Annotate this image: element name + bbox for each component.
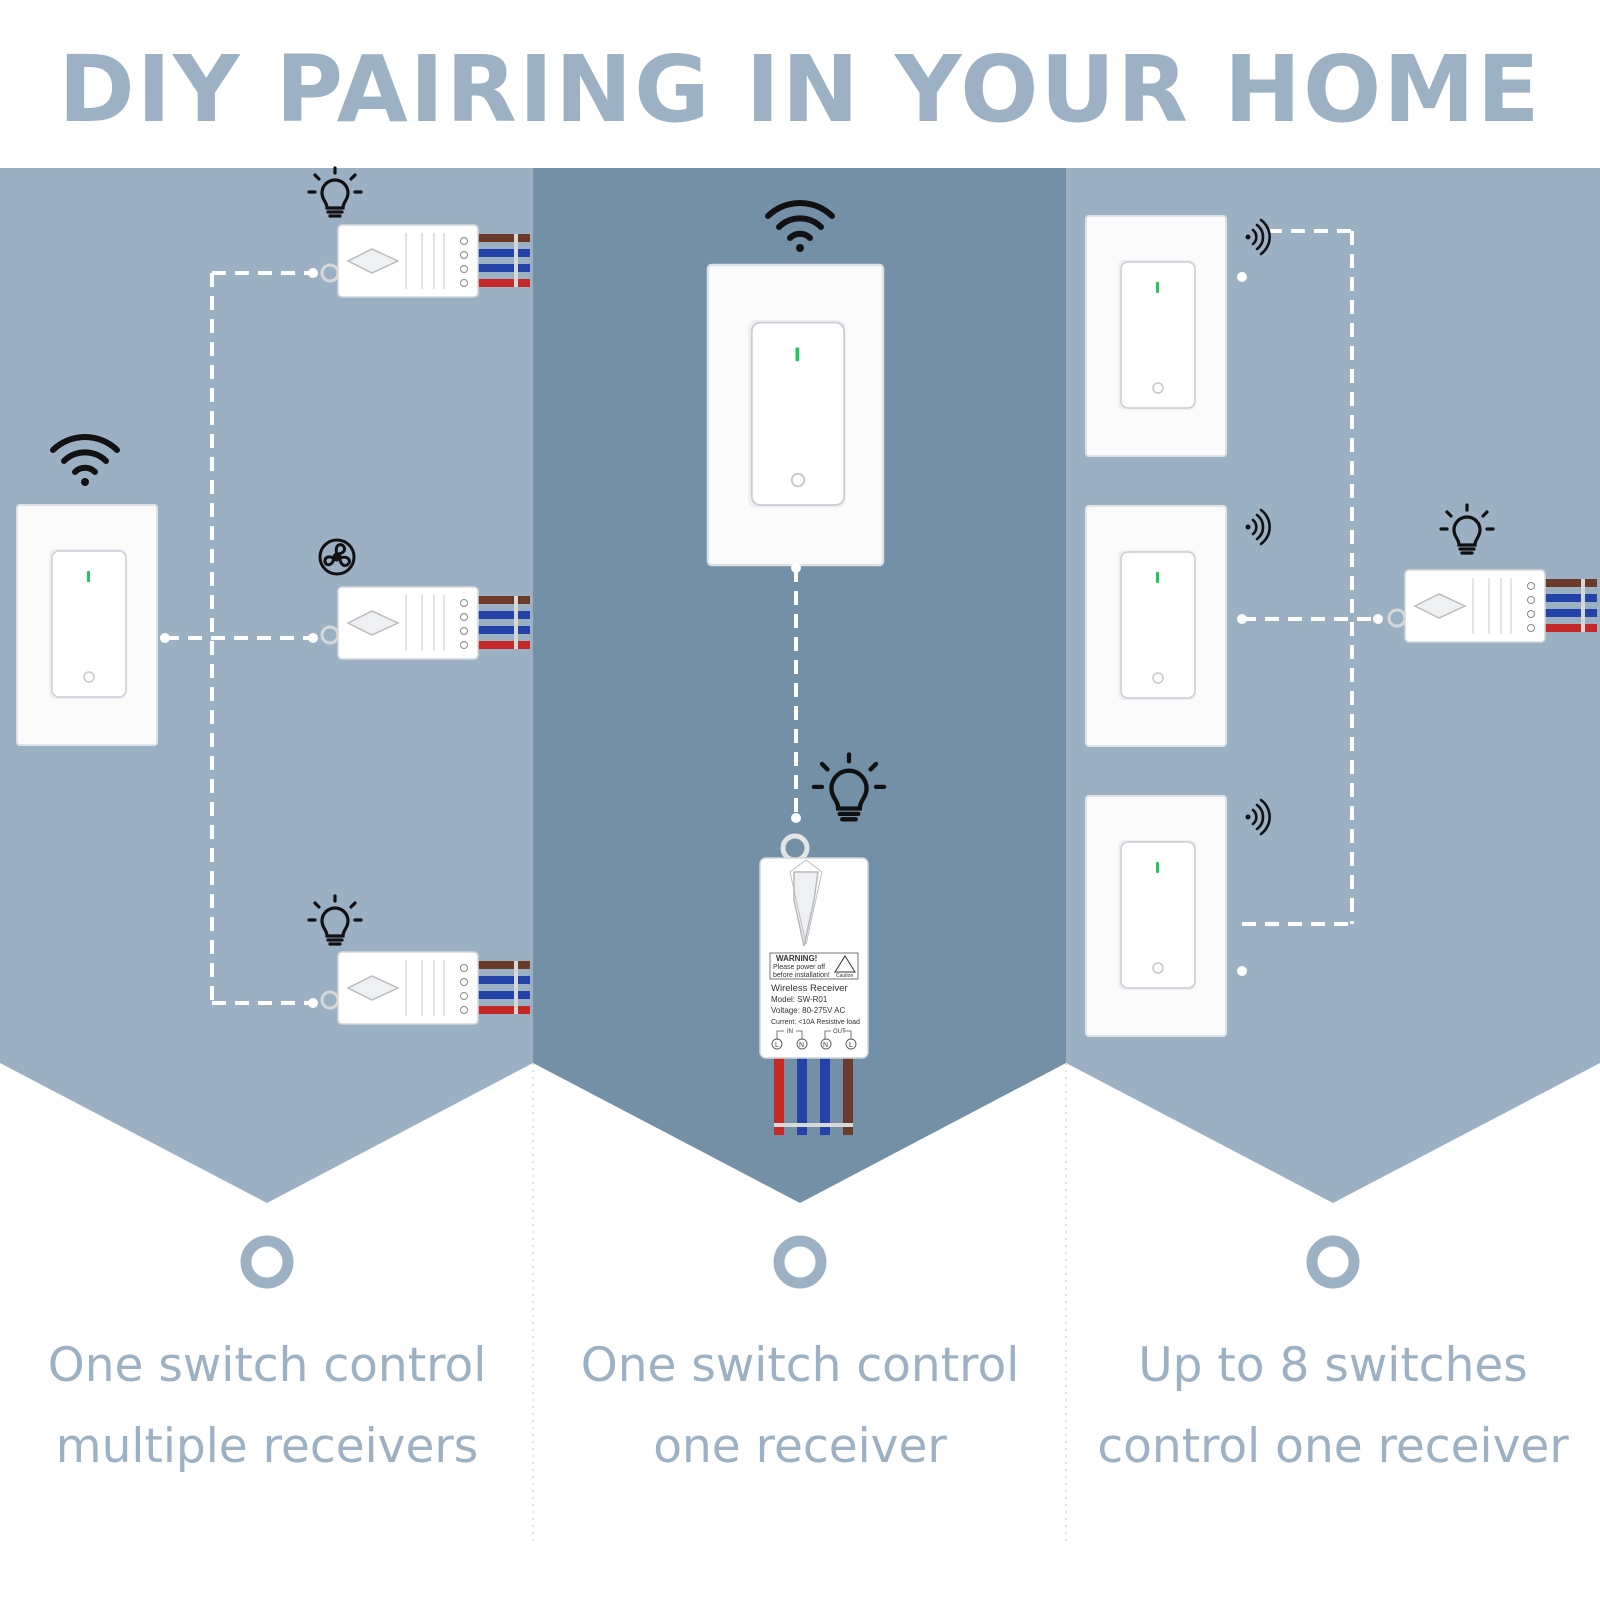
pairing-links: [1242, 229, 1378, 926]
wall-switch: [706, 263, 885, 567]
terminal-label: N: [799, 1042, 804, 1049]
caption-one-to-one: One switch control one receiver: [540, 1325, 1060, 1487]
wall-switch: [1085, 795, 1227, 1037]
fan-icon: [318, 538, 356, 576]
ring-bullet-icon: [240, 1235, 294, 1289]
receiver-model: Model: SW-R01: [771, 995, 828, 1004]
page-title: DIY PAIRING IN YOUR HOME: [58, 36, 1542, 143]
terminal-label: N: [823, 1042, 828, 1049]
caption-one-to-many: One switch control multiple receivers: [7, 1325, 527, 1487]
in-label: IN: [787, 1029, 793, 1035]
ring-bullet-icon: [1306, 1235, 1360, 1289]
wireless-receiver-large: WARNING! Please power off before install…: [759, 833, 869, 1135]
warning-title: WARNING!: [776, 954, 817, 963]
wall-switch: [16, 504, 158, 746]
caption-line: Up to 8 switches: [1138, 1338, 1528, 1393]
caption-many-to-one: Up to 8 switches control one receiver: [1073, 1325, 1593, 1487]
warning-line: Please power off: [773, 964, 825, 971]
middle-panel: [533, 168, 1066, 1203]
terminal-label: L: [775, 1042, 779, 1049]
receiver-current: Current: <10A Resistive load: [771, 1019, 860, 1026]
wall-switch: [1085, 215, 1227, 457]
left-panel: [0, 168, 533, 1203]
terminal-label: L: [849, 1042, 853, 1049]
caution-label: Caution: [836, 973, 853, 979]
wall-switch: [1085, 505, 1227, 747]
out-label: OUT: [833, 1029, 846, 1035]
receiver-name: Wireless Receiver: [771, 983, 848, 994]
caption-line: one receiver: [653, 1419, 947, 1474]
caption-line: One switch control: [47, 1338, 487, 1393]
caption-line: One switch control: [580, 1338, 1020, 1393]
pairing-links: [165, 271, 313, 1005]
caption-line: control one receiver: [1097, 1419, 1569, 1474]
caption-line: multiple receivers: [55, 1419, 479, 1474]
warning-line: before installation!: [773, 972, 830, 979]
receiver-voltage: Voltage: 80-275V AC: [771, 1006, 846, 1015]
ring-bullet-icon: [773, 1235, 827, 1289]
